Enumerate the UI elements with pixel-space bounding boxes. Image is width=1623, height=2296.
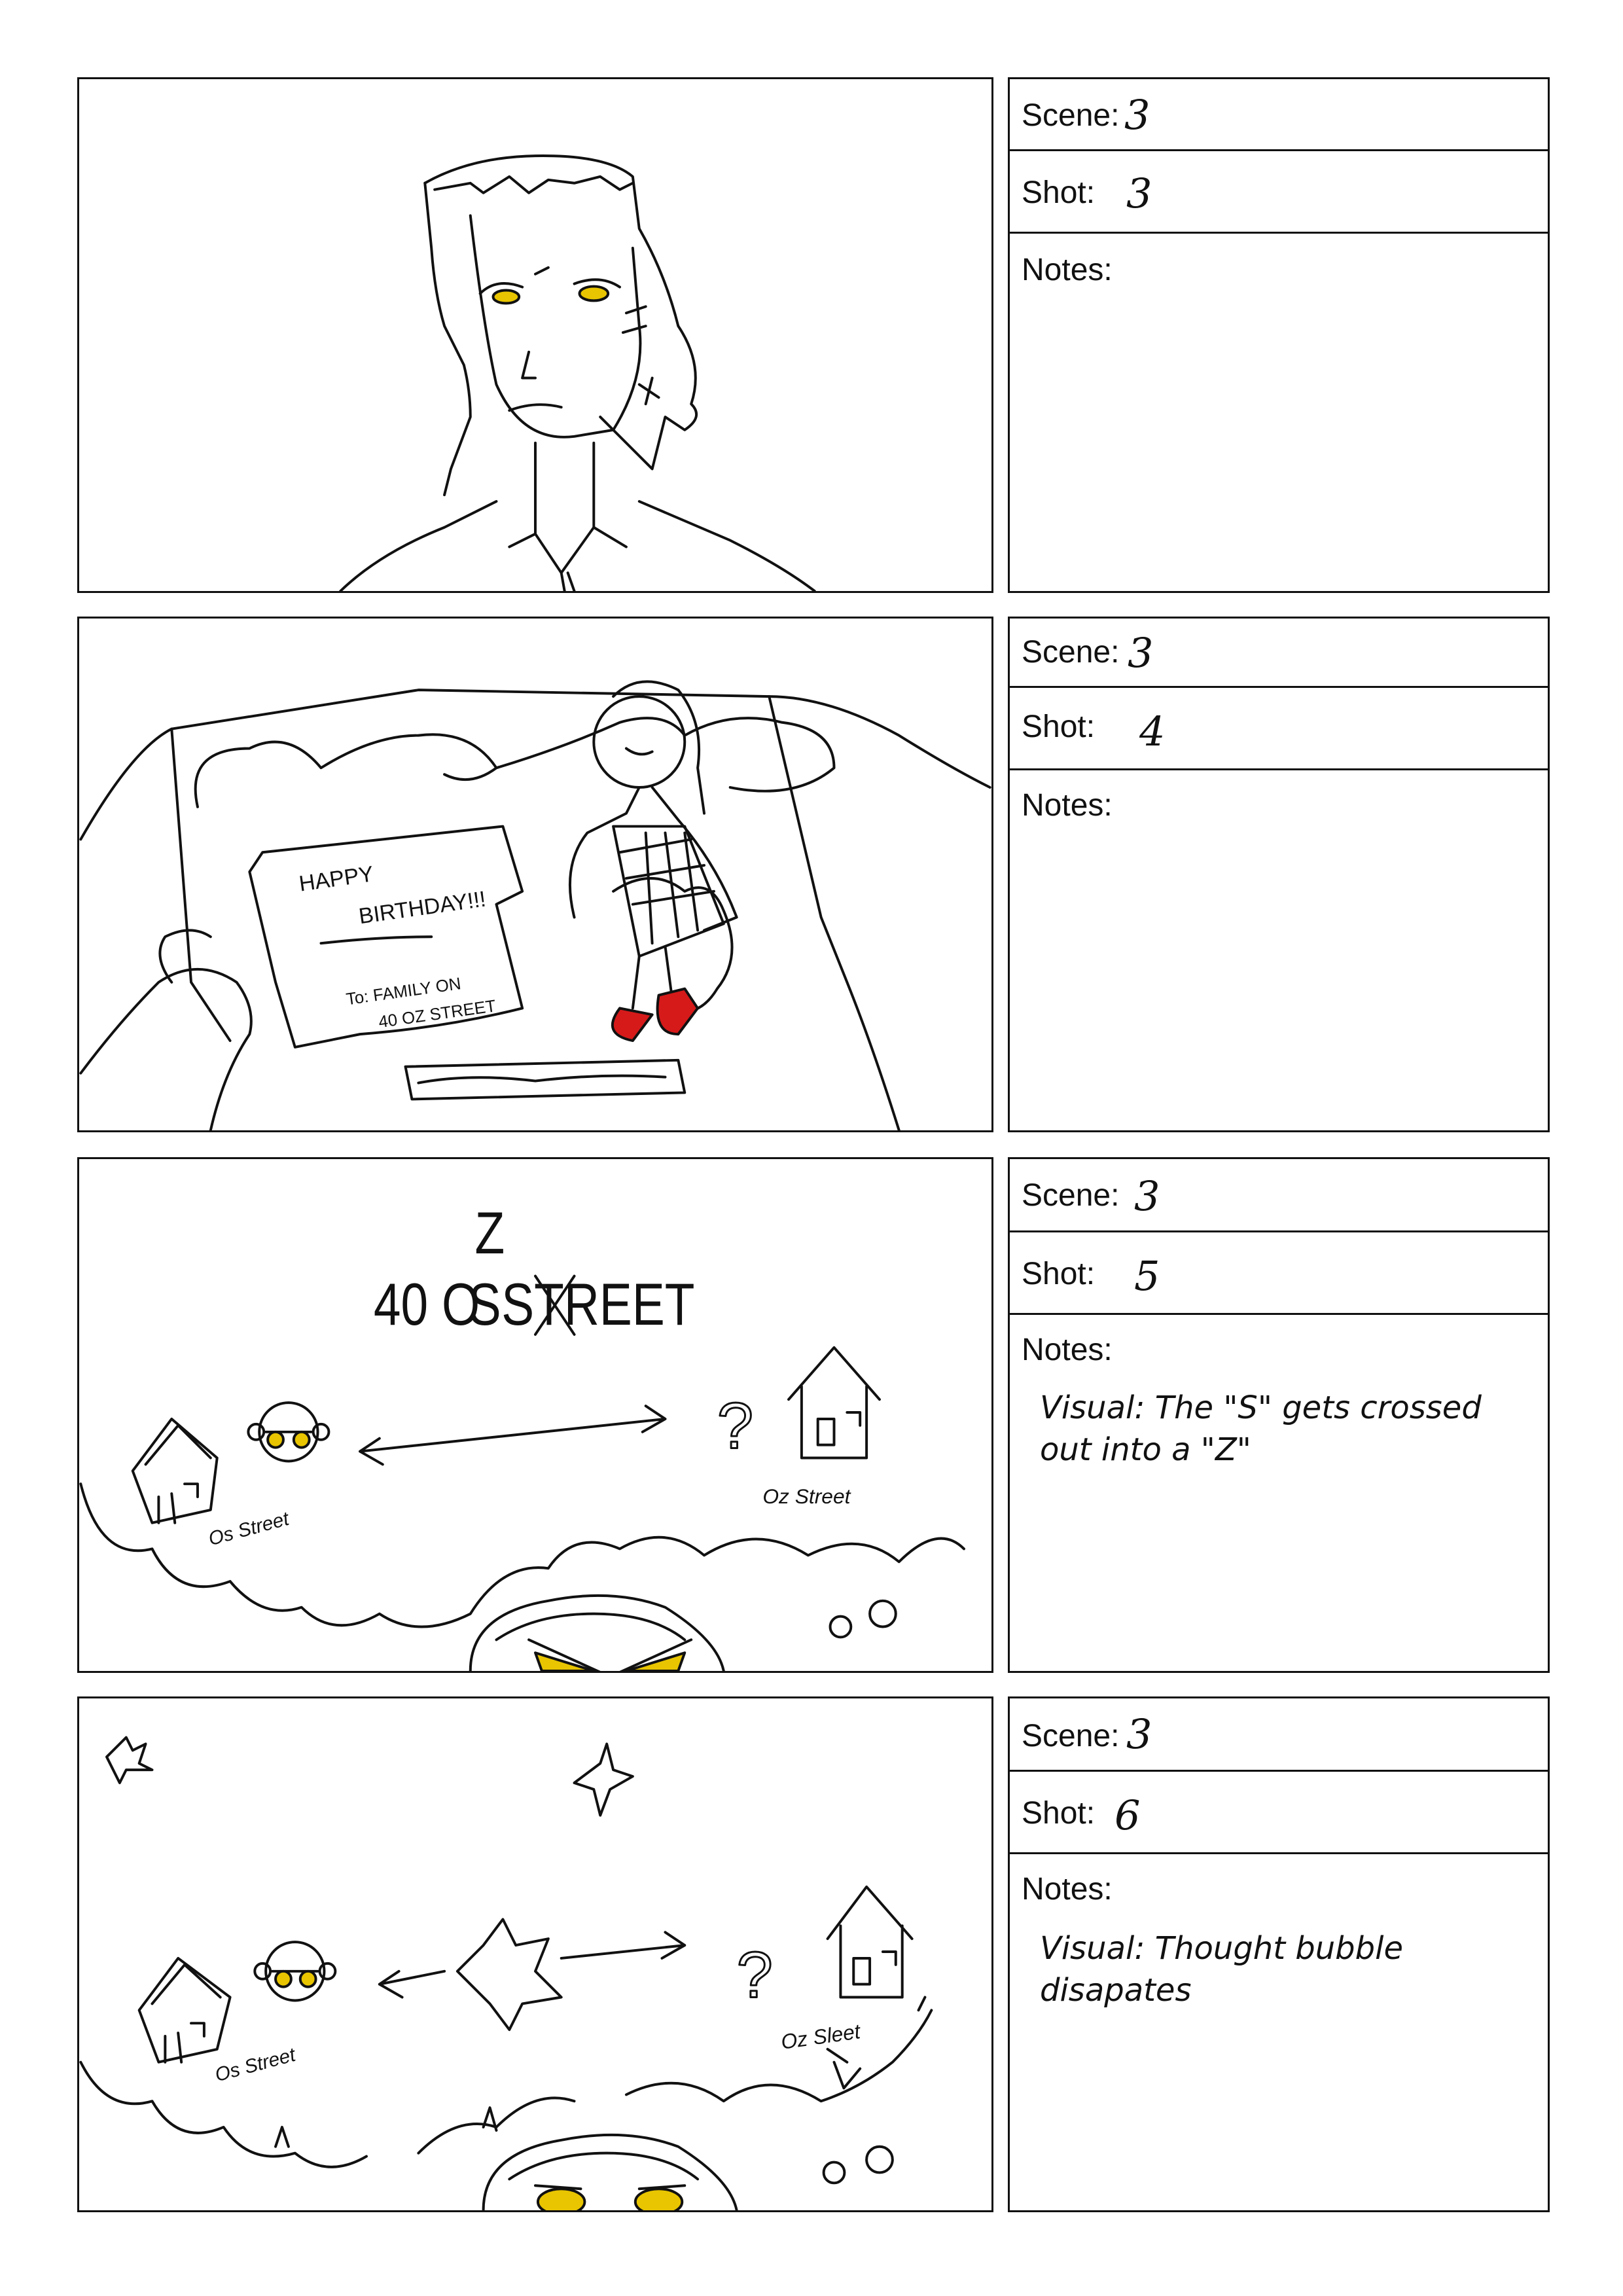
- panel-2-info: Scene: 3 Shot: 4 Notes:: [1008, 617, 1550, 1132]
- scene-label: Scene:: [1022, 1719, 1120, 1753]
- scene-label: Scene:: [1022, 635, 1120, 670]
- scene-row: Scene: 3: [1010, 1159, 1548, 1232]
- headline-correction: Z: [475, 1199, 505, 1266]
- shot-row: Shot: 4: [1010, 688, 1548, 770]
- birthday-card-drawing: HAPPY BIRTHDAY!!! To: FAMILY ON 40 OZ ST…: [79, 680, 991, 1130]
- shot-label: Shot:: [1022, 175, 1096, 210]
- scene-value: 3: [1128, 629, 1154, 677]
- panel-3-info: Scene: 3 Shot: 5 Notes: Visual: The "S" …: [1008, 1157, 1550, 1673]
- shot-row: Shot: 6: [1010, 1772, 1548, 1854]
- scene-row: Scene: 3: [1010, 79, 1548, 151]
- shot-value: 3: [1126, 170, 1152, 217]
- headline-pre: 40 O: [374, 1270, 480, 1338]
- question-mark: ?: [737, 1939, 773, 2011]
- scene-label: Scene:: [1022, 1178, 1120, 1213]
- question-mark: ?: [717, 1390, 753, 1463]
- notes-label: Notes:: [1022, 788, 1113, 823]
- panel-1-frame: [77, 77, 993, 593]
- scene-value: 3: [1124, 91, 1150, 139]
- shot-label: Shot:: [1022, 1796, 1096, 1831]
- notes-text: Visual: The "S" gets crossed out into a …: [1040, 1390, 1482, 1468]
- shot-value: 4: [1139, 708, 1166, 755]
- scene-row: Scene: 3: [1010, 619, 1548, 688]
- shot-label: Shot:: [1022, 1257, 1096, 1291]
- panel-2-frame: HAPPY BIRTHDAY!!! To: FAMILY ON 40 OZ ST…: [77, 617, 993, 1132]
- notes-label: Notes:: [1022, 1333, 1113, 1367]
- headline-post: STREET: [501, 1270, 694, 1338]
- scene-row: Scene: 3: [1010, 1698, 1548, 1772]
- notes-text: Visual: Thought bubble disapates: [1040, 1930, 1403, 2009]
- label-os-street: Os Street: [206, 1507, 293, 1550]
- scene-value: 3: [1126, 1710, 1152, 1758]
- bubble-dissipates-drawing: Os Street ? Oz Sleet: [79, 1736, 933, 2210]
- headline-crossed-letter: S: [469, 1270, 501, 1338]
- shot-value: 6: [1115, 1791, 1141, 1839]
- panel-4-frame: Os Street ? Oz Sleet: [77, 1696, 993, 2212]
- label-oz-sleet: Oz Sleet: [779, 2019, 863, 2054]
- notes-label: Notes:: [1022, 1872, 1113, 1907]
- scene-value: 3: [1134, 1172, 1160, 1220]
- man-portrait-drawing: [339, 154, 816, 591]
- panel-1-info: Scene: 3 Shot: 3 Notes:: [1008, 77, 1550, 593]
- shot-row: Shot: 3: [1010, 151, 1548, 234]
- panel-4-info: Scene: 3 Shot: 6 Notes: Visual: Thought …: [1008, 1696, 1550, 2212]
- shot-value: 5: [1134, 1252, 1160, 1300]
- shot-label: Shot:: [1022, 709, 1096, 744]
- label-os-street: Os Street: [213, 2043, 299, 2086]
- scene-label: Scene:: [1022, 98, 1120, 133]
- street-confusion-drawing: 40 O S STREET Z Os Street ? Oz Street: [79, 1199, 965, 1671]
- shot-row: Shot: 5: [1010, 1232, 1548, 1315]
- label-oz-street: Oz Street: [762, 1484, 851, 1508]
- card-happy: HAPPY: [298, 861, 376, 897]
- panel-3-frame: 40 O S STREET Z Os Street ? Oz Street: [77, 1157, 993, 1673]
- notes-label: Notes:: [1022, 253, 1113, 287]
- card-birthday: BIRTHDAY!!!: [357, 886, 488, 929]
